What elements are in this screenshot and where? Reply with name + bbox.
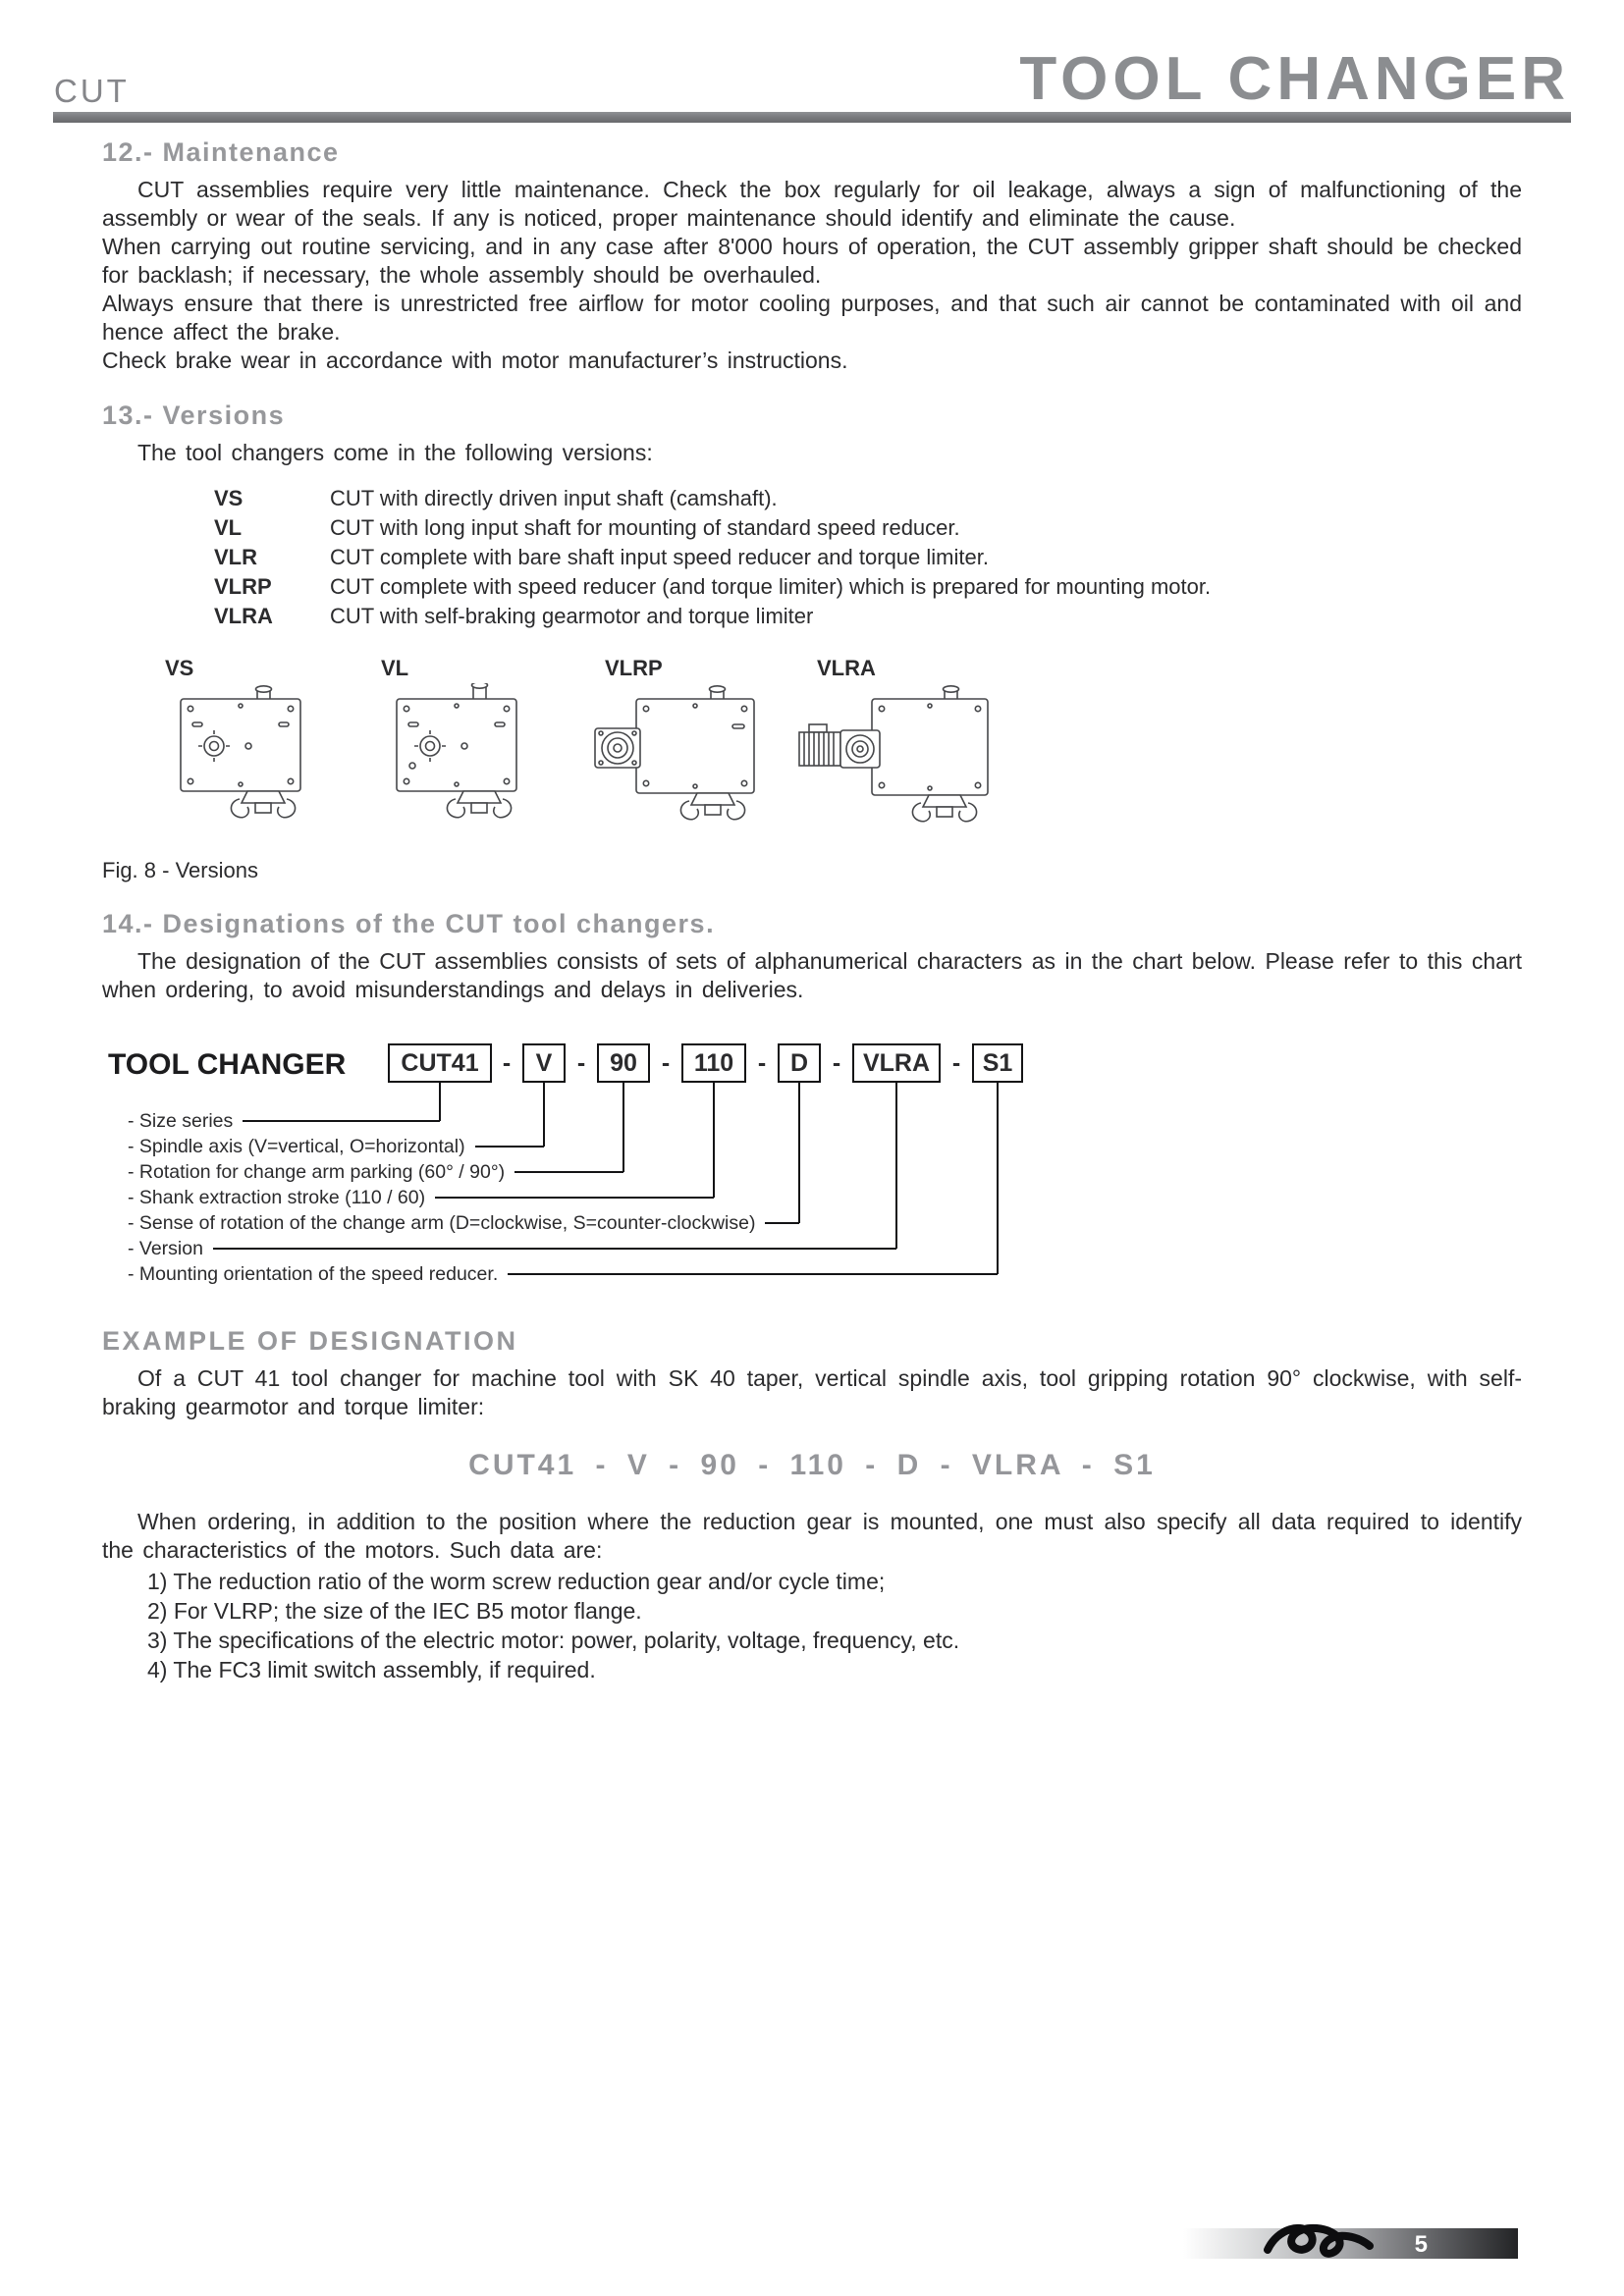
- ordering-intro: When ordering, in addition to the positi…: [102, 1509, 1522, 1563]
- figure-label: VS: [165, 656, 194, 680]
- connector-line: [508, 1273, 998, 1275]
- ordering-list: 1) The reduction ratio of the worm screw…: [147, 1567, 1522, 1684]
- maintenance-paragraph: Always ensure that there is unrestricted…: [102, 291, 1522, 345]
- maintenance-paragraph: CUT assemblies require very little maint…: [102, 177, 1522, 231]
- designation-label-row: - Version: [128, 1236, 896, 1261]
- designation-separator: -: [502, 1048, 512, 1077]
- version-item: VLRA CUT with self-braking gearmotor and…: [214, 603, 1522, 630]
- version-description: CUT with long input shaft for mounting o…: [330, 515, 960, 540]
- designation-separator: -: [832, 1048, 841, 1077]
- version-term: VL: [214, 515, 243, 540]
- section-heading-maintenance: 12.- Maintenance: [102, 137, 340, 167]
- designation-code-sense: D: [778, 1043, 821, 1083]
- section-heading-designations: 14.- Designations of the CUT tool change…: [102, 909, 716, 938]
- designation-separator: -: [951, 1048, 961, 1077]
- designation-label: - Sense of rotation of the change arm (D…: [128, 1211, 756, 1234]
- page-title: TOOL CHANGER: [1019, 45, 1570, 113]
- ordering-item: 4) The FC3 limit switch assembly, if req…: [147, 1657, 596, 1682]
- section-heading-example: EXAMPLE OF DESIGNATION: [102, 1326, 518, 1356]
- designation-code-version: VLRA: [852, 1043, 941, 1083]
- designation-code-orientation: S1: [972, 1043, 1023, 1083]
- designation-separator: -: [757, 1048, 767, 1077]
- connector-line: [474, 1146, 544, 1148]
- version-description: CUT complete with bare shaft input speed…: [330, 545, 989, 569]
- version-item: VL CUT with long input shaft for mountin…: [214, 514, 1522, 542]
- version-term: VLR: [214, 545, 257, 569]
- example-paragraph: Of a CUT 41 tool changer for machine too…: [102, 1365, 1522, 1419]
- figure-label: VL: [381, 656, 409, 680]
- designation-separator: -: [576, 1048, 586, 1077]
- designation-chart: TOOL CHANGER CUT41 - V - 90 - 110 - D - …: [0, 1043, 1624, 1301]
- version-description: CUT with directly driven input shaft (ca…: [330, 486, 778, 510]
- connector-line: [765, 1222, 799, 1224]
- designation-label: - Mounting orientation of the speed redu…: [128, 1262, 499, 1285]
- designation-code-stroke: 110: [681, 1043, 746, 1083]
- maintenance-paragraph: When carrying out routine servicing, and…: [102, 234, 1522, 288]
- connector-line: [798, 1083, 800, 1223]
- version-term: VLRA: [214, 604, 273, 628]
- version-description: CUT with self-braking gearmotor and torq…: [330, 604, 814, 628]
- ordering-item: 3) The specifications of the electric mo…: [147, 1628, 960, 1653]
- content: 12.- Maintenance CUT assemblies require …: [0, 137, 1624, 1684]
- figure-cell-vs: VS: [145, 656, 371, 838]
- designation-label: - Version: [128, 1237, 203, 1259]
- section-heading-versions: 13.- Versions: [102, 400, 286, 430]
- connector-line: [543, 1083, 545, 1147]
- version-description: CUT complete with speed reducer (and tor…: [330, 574, 1212, 599]
- designation-label: - Spindle axis (V=vertical, O=horizontal…: [128, 1135, 465, 1157]
- connector-line: [895, 1083, 897, 1249]
- figure-caption: Fig. 8 - Versions: [102, 858, 258, 882]
- designation-code-rotation: 90: [597, 1043, 650, 1083]
- example-designation: CUT41 - V - 90 - 110 - D - VLRA - S1: [468, 1449, 1156, 1481]
- designation-label: - Rotation for change arm parking (60° /…: [128, 1160, 506, 1183]
- page-number: 5: [1414, 2231, 1428, 2258]
- ordering-item: 2) For VLRP; the size of the IEC B5 moto…: [147, 1598, 642, 1624]
- figure-label: VLRA: [817, 656, 876, 680]
- version-drawing-vl: [396, 683, 517, 819]
- connector-line: [439, 1083, 441, 1121]
- designation-label-row: - Size series: [128, 1108, 440, 1134]
- figure-cell-vl: VL: [361, 656, 587, 838]
- version-term: VS: [214, 486, 244, 510]
- version-item: VS CUT with directly driven input shaft …: [214, 485, 1522, 512]
- designation-separator: -: [661, 1048, 671, 1077]
- footer-bar: 5: [1183, 2223, 1518, 2259]
- product-name: CUT: [54, 73, 130, 109]
- designation-label-row: - Sense of rotation of the change arm (D…: [128, 1210, 799, 1236]
- designation-label-row: - Mounting orientation of the speed redu…: [128, 1261, 998, 1287]
- version-item: VLR CUT complete with bare shaft input s…: [214, 544, 1522, 571]
- connector-line: [243, 1120, 440, 1122]
- connector-line: [514, 1171, 623, 1173]
- version-drawing-vlrp: [594, 684, 755, 821]
- versions-intro: The tool changers come in the following …: [137, 440, 653, 465]
- connector-line: [212, 1248, 896, 1250]
- connector-line: [713, 1083, 715, 1198]
- designation-label: - Size series: [128, 1109, 234, 1132]
- designation-label: - Shank extraction stroke (110 / 60): [128, 1186, 426, 1208]
- designations-paragraph: The designation of the CUT assemblies co…: [102, 948, 1522, 1002]
- designation-label-row: - Spindle axis (V=vertical, O=horizontal…: [128, 1134, 544, 1159]
- designation-code-axis: V: [522, 1043, 566, 1083]
- versions-figure: VS: [0, 656, 1624, 850]
- version-drawing-vs: [180, 684, 301, 819]
- connector-line: [997, 1083, 999, 1274]
- designation-label-row: - Rotation for change arm parking (60° /…: [128, 1159, 623, 1185]
- version-term: VLRP: [214, 574, 272, 599]
- ordering-item: 1) The reduction ratio of the worm screw…: [147, 1569, 886, 1594]
- figure-label: VLRP: [605, 656, 663, 680]
- designation-code-size: CUT41: [388, 1043, 492, 1083]
- designation-label-row: - Shank extraction stroke (110 / 60): [128, 1185, 714, 1210]
- connector-line: [623, 1083, 624, 1172]
- figure-cell-vlra: VLRA: [797, 656, 1023, 838]
- header-rule: [53, 112, 1571, 123]
- versions-list: VS CUT with directly driven input shaft …: [214, 485, 1522, 630]
- brand-logo-icon: [1264, 2223, 1374, 2258]
- maintenance-paragraph: Check brake wear in accordance with moto…: [102, 347, 848, 373]
- designation-chart-title: TOOL CHANGER: [108, 1048, 347, 1081]
- version-drawing-vlra: [798, 684, 989, 823]
- page-header: CUT TOOL CHANGER: [54, 33, 1570, 110]
- connector-line: [435, 1197, 714, 1199]
- version-item: VLRP CUT complete with speed reducer (an…: [214, 573, 1522, 601]
- figure-cell-vlrp: VLRP: [585, 656, 811, 838]
